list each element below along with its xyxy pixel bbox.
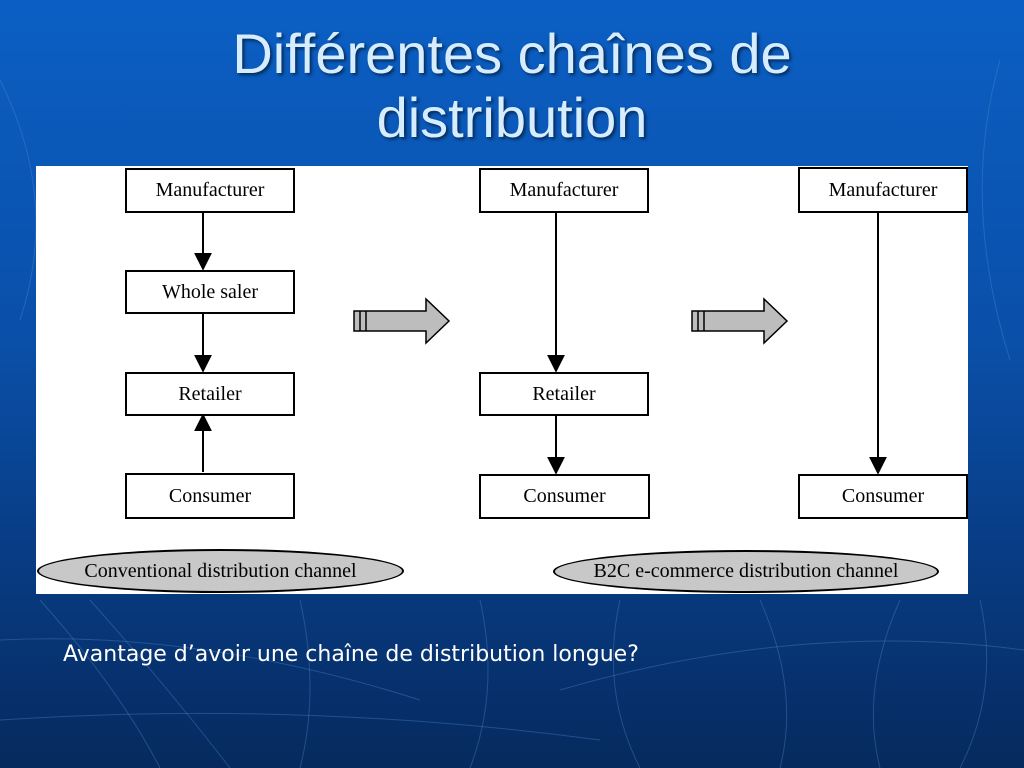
transition-arrow-1 (353, 297, 451, 345)
conventional-manufacturer-node: Manufacturer (125, 168, 295, 213)
intermediate-retailer-node: Retailer (479, 372, 649, 416)
direct-manufacturer-node: Manufacturer (798, 167, 968, 213)
slide-title: Différentes chaînes de distribution (0, 22, 1024, 150)
intermediate-consumer-node: Consumer (479, 474, 650, 519)
intermediate-manufacturer-node: Manufacturer (479, 168, 649, 213)
title-line-2: distribution (376, 86, 648, 149)
title-line-1: Différentes chaînes de (232, 22, 792, 85)
conventional-channel-label: Conventional distribution channel (37, 549, 404, 593)
transition-arrow-2 (691, 297, 789, 345)
direct-consumer-node: Consumer (798, 474, 968, 519)
conventional-retailer-node: Retailer (125, 372, 295, 416)
distribution-diagram: Manufacturer Whole saler Retailer Consum… (36, 166, 968, 594)
conventional-wholesaler-node: Whole saler (125, 270, 295, 314)
b2c-channel-label: B2C e-commerce distribution channel (553, 550, 939, 593)
conventional-consumer-node: Consumer (125, 473, 295, 519)
diagram-connectors (194, 212, 887, 475)
discussion-question: Avantage d’avoir une chaîne de distribut… (63, 642, 639, 667)
